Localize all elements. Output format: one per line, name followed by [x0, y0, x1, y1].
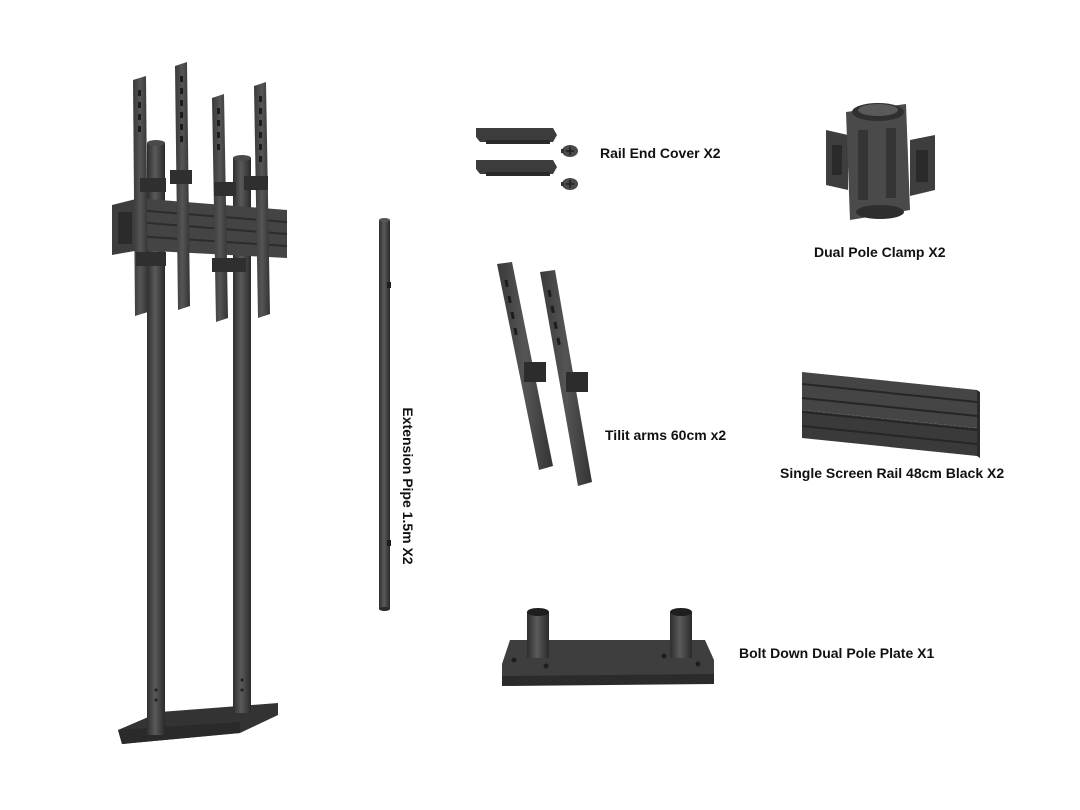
screen-rail-image [801, 372, 980, 458]
extension-pipe-image [379, 218, 391, 611]
dual-pole-clamp-image [826, 103, 935, 220]
tilt-arms-label: Tilit arms 60cm x2 [605, 427, 727, 443]
dual-pole-clamp-label: Dual Pole Clamp X2 [814, 244, 946, 260]
bolt-down-plate-image [502, 608, 714, 686]
extension-pipe-label: Extension Pipe 1.5m X2 [400, 407, 416, 565]
bolt-down-plate-label: Bolt Down Dual Pole Plate X1 [739, 645, 935, 661]
screen-rail-label: Single Screen Rail 48cm Black X2 [780, 465, 1005, 481]
assembled-stand-image [112, 62, 288, 744]
rail-end-cover-label: Rail End Cover X2 [600, 145, 721, 161]
rail-end-cover-image [476, 128, 578, 190]
tilt-arms-image [497, 262, 592, 486]
